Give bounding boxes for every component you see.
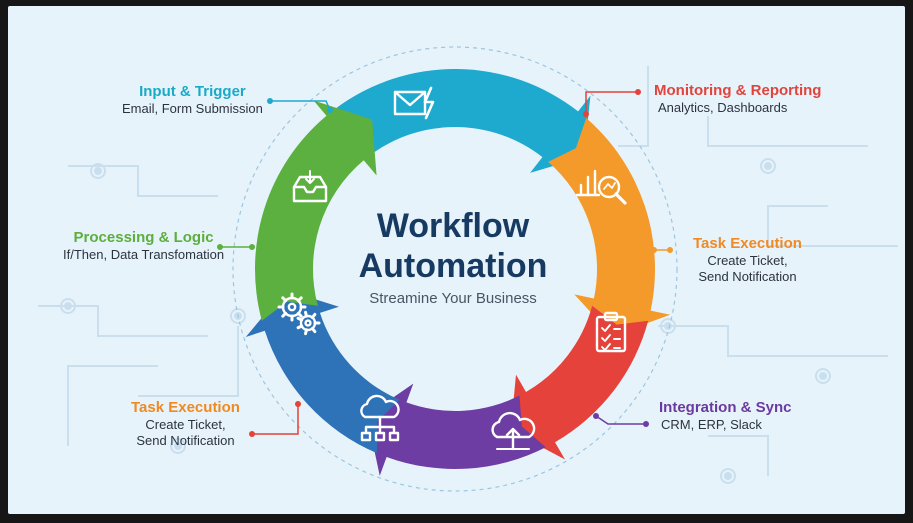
circuit-node <box>760 158 776 174</box>
infographic-canvas: Workflow Automation Streamine Your Busin… <box>8 6 905 514</box>
gears-icon <box>277 292 321 336</box>
step-title: Task Execution <box>131 399 240 416</box>
circuit-node-dot <box>819 372 827 380</box>
connector-dot <box>635 89 641 95</box>
circuit-trace <box>707 116 868 147</box>
step-title: Processing & Logic <box>73 229 214 246</box>
label-integration-sync: Integration & Sync CRM, ERP, Slack <box>659 399 792 433</box>
circuit-node <box>230 308 246 324</box>
connector-dot <box>267 98 273 104</box>
step-detail: Email, Form Submission <box>122 101 263 116</box>
step-title: Monitoring & Reporting <box>654 82 822 99</box>
analytics-magnifier-icon <box>575 169 627 205</box>
circuit-trace <box>767 205 898 247</box>
connector-dot <box>593 413 599 419</box>
inbox-tray-icon <box>292 170 328 203</box>
circuit-trace <box>708 435 769 476</box>
step-title: Integration & Sync <box>659 399 792 416</box>
circuit-node-dot <box>174 442 182 450</box>
connector-dot <box>651 247 657 253</box>
connector-dot <box>643 421 649 427</box>
dashed-ring <box>232 46 678 492</box>
circuit-node-dot <box>94 167 102 175</box>
step-detail: Create Ticket, <box>707 253 788 268</box>
connector-line <box>270 100 331 111</box>
circuit-node <box>170 438 186 454</box>
step-detail: Analytics, Dashboards <box>658 100 788 115</box>
connector-dot <box>327 107 333 113</box>
step-detail: If/Then, Data Transfomation <box>63 247 225 262</box>
label-input-trigger: Input & Trigger Email, Form Submission <box>122 83 263 117</box>
label-task-execution-right: Task Execution Create Ticket, Send Notif… <box>693 235 802 284</box>
connector-line <box>252 404 299 435</box>
step-detail-2: Send Notification <box>136 432 235 448</box>
connector-dot <box>667 247 673 253</box>
step-title: Input & Trigger <box>139 83 246 100</box>
connector-dot <box>295 401 301 407</box>
arrow-monitoring <box>548 118 671 336</box>
arrow-integration <box>366 383 546 476</box>
connector-dot <box>249 431 255 437</box>
connector-line <box>595 415 646 425</box>
title-line-1: Workflow <box>376 207 530 245</box>
step-detail: Create Ticket, <box>145 417 226 432</box>
cloud-upload-icon <box>491 411 536 451</box>
arrow-processing <box>255 100 377 321</box>
connector-dot <box>217 244 223 250</box>
circuit-node <box>90 163 106 179</box>
circuit-trace <box>618 66 649 147</box>
circuit-node-dot <box>764 162 772 170</box>
cloud-network-icon <box>360 394 400 442</box>
circuit-trace <box>67 365 158 446</box>
circuit-node <box>720 468 736 484</box>
circuit-node <box>60 298 76 314</box>
connector-line <box>585 91 638 114</box>
connector-dot <box>249 244 255 250</box>
circuit-trace <box>658 325 888 357</box>
label-processing-logic: Processing & Logic If/Then, Data Transfo… <box>63 229 224 263</box>
label-task-execution-left: Task Execution Create Ticket, Send Notif… <box>131 399 240 448</box>
title-subtitle: Streamine Your Business <box>369 290 537 307</box>
envelope-lightning-icon <box>393 86 435 120</box>
connector-dot <box>583 111 589 117</box>
step-title: Task Execution <box>693 235 802 252</box>
arrow-task-execution-right <box>510 305 649 460</box>
circuit-node <box>815 368 831 384</box>
label-monitoring-reporting: Monitoring & Reporting Analytics, Dashbo… <box>654 82 821 116</box>
circuit-background <box>38 66 898 484</box>
circuit-node-dot <box>724 472 732 480</box>
clipboard-checklist-icon <box>595 311 627 353</box>
workflow-cycle-diagram <box>38 46 898 492</box>
title-line-2: Automation <box>358 247 548 285</box>
step-detail-2: Send Notification <box>698 268 797 284</box>
circuit-node-dot <box>64 302 72 310</box>
circuit-trace <box>138 326 239 397</box>
center-title: Workflow Automation Streamine Your Busin… <box>333 206 573 307</box>
step-detail: CRM, ERP, Slack <box>661 417 762 432</box>
